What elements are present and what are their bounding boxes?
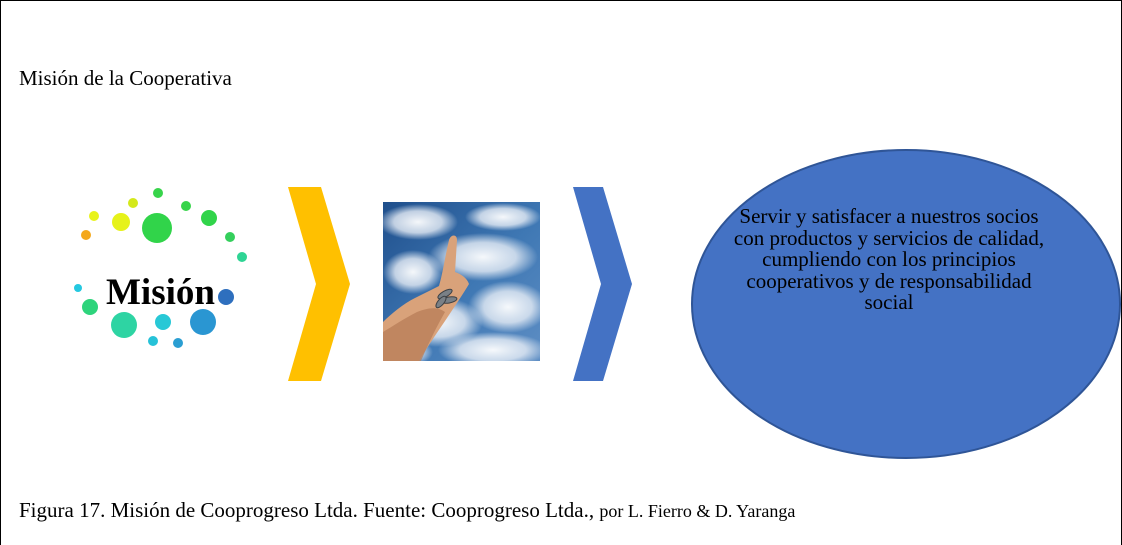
figure-title: Misión de la Cooperativa [19, 66, 232, 90]
logo-dot [155, 314, 171, 330]
mission-statement-text: Servir y satisfacer a nuestros socios co… [733, 204, 1045, 314]
logo-dot [148, 336, 158, 346]
logo-dot [112, 213, 130, 231]
logo-dot [111, 312, 137, 338]
logo-dot [82, 299, 98, 315]
logo-dot [237, 252, 247, 262]
logo-word: Misión [106, 272, 215, 313]
hand-with-keys-sky-photo [383, 202, 540, 361]
logo-dot [81, 230, 91, 240]
logo-dot [173, 338, 183, 348]
mision-logo: Misión [70, 185, 260, 350]
logo-dot [201, 210, 217, 226]
mission-statement-oval [691, 149, 1121, 459]
logo-dot [153, 188, 163, 198]
logo-dot [89, 211, 99, 221]
caption-credit: por L. Fierro & D. Yaranga [599, 501, 796, 521]
figure-caption: Figura 17. Misión de Cooprogreso Ltda. F… [19, 498, 795, 523]
colored-dots-circle-icon [74, 188, 247, 348]
caption-main: Figura 17. Misión de Cooprogreso Ltda. F… [19, 498, 595, 522]
chevron-right-icon [288, 187, 350, 381]
logo-dot [142, 213, 172, 243]
logo-dot [225, 232, 235, 242]
logo-dot [181, 201, 191, 211]
logo-dot [190, 309, 216, 335]
logo-dot [128, 198, 138, 208]
logo-dot [74, 284, 82, 292]
chevron-right-icon [573, 187, 632, 381]
logo-dot [218, 289, 234, 305]
